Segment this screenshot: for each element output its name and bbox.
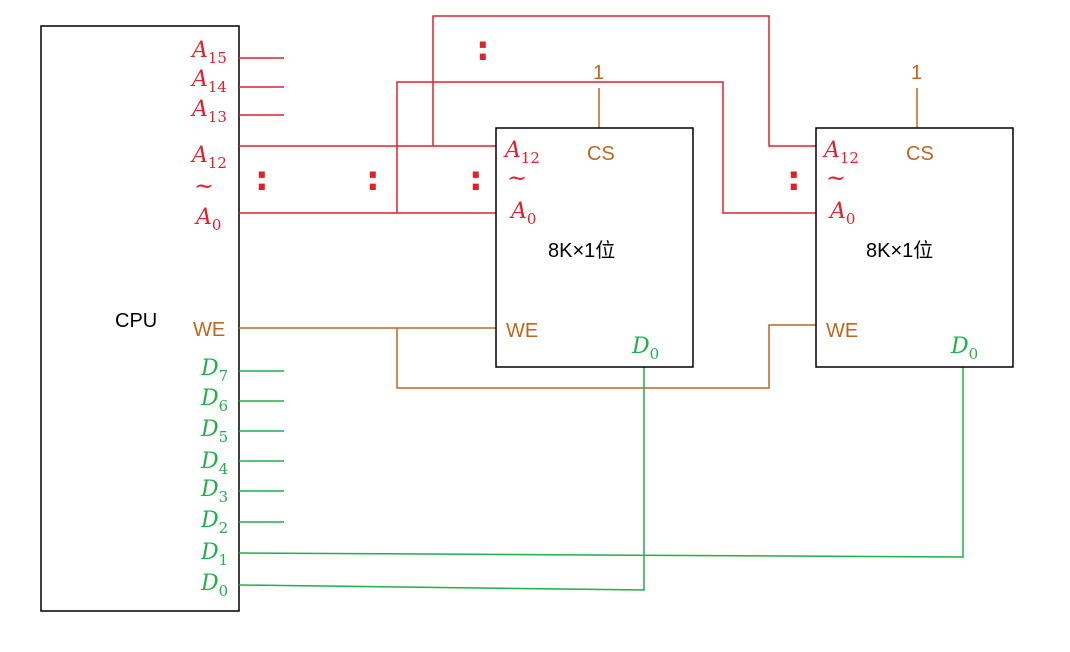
memory-chip-2: A12 ~ A0 CS 1 8K×1位 WE D0: [815, 62, 1014, 368]
cpu-pin-a14: A14: [190, 67, 227, 96]
chip1-body: [495, 127, 694, 368]
cpu-pin-d4: D4: [200, 449, 228, 478]
chip2-pin-a0: A0: [828, 199, 855, 228]
cpu-pin-d5: D5: [200, 417, 228, 446]
cpu-pin-range-tilde: ~: [194, 172, 214, 200]
data-wires: [238, 366, 964, 591]
bus-dots-4: :: [787, 159, 801, 199]
cpu-block: [40, 25, 240, 612]
cpu-pin-d2: D2: [200, 508, 228, 537]
cpu-pin-d3: D3: [200, 477, 228, 506]
chip2-cs-value: 1: [911, 62, 922, 84]
chip2-pin-d0: D0: [950, 334, 978, 363]
chip1-name: 8K×1位: [548, 239, 615, 262]
bus-dots-3: :: [469, 159, 483, 199]
chip2-range-tilde: ~: [826, 164, 846, 192]
chip2-pin-cs: CS: [906, 143, 934, 165]
cpu-pin-d1: D1: [200, 540, 228, 569]
we-wires: [239, 88, 918, 389]
address-wires: [239, 15, 816, 214]
chip2-pin-we: WE: [826, 320, 858, 342]
cpu-pin-a0: A0: [194, 205, 221, 234]
chip1-pin-a12: A12: [503, 138, 540, 167]
wire-a12-to-chip2: [432, 15, 816, 147]
cpu-pin-d7: D7: [200, 356, 228, 385]
bus-dots-2: :: [366, 159, 380, 199]
chip1-pin-d0: D0: [631, 334, 659, 363]
memory-chip-1: A12 ~ A0 CS 1 8K×1位 WE D0: [495, 62, 694, 368]
wire-we-chip2: [396, 324, 816, 389]
wire-d1-to-chip2: [238, 366, 964, 558]
chip2-name: 8K×1位: [866, 239, 933, 262]
chip1-pin-cs: CS: [587, 143, 615, 165]
wire-d0-to-chip1: [238, 366, 645, 591]
chip1-cs-value: 1: [593, 62, 604, 84]
chip1-range-tilde: ~: [507, 164, 527, 192]
chip1-pin-we: WE: [506, 320, 538, 342]
chip2-pin-a12: A12: [822, 138, 859, 167]
cpu-pin-d6: D6: [200, 386, 228, 415]
cpu-pin-d0: D0: [200, 571, 228, 600]
cpu-pin-a13: A13: [190, 97, 227, 126]
cpu-pin-we: WE: [193, 319, 225, 341]
cpu-pin-a12: A12: [190, 143, 227, 172]
cpu-data-pin-labels: D7 D6 D5 D4 D3 D2 D1 D0: [200, 356, 228, 600]
bus-dots-1: :: [255, 159, 269, 199]
cpu-label: CPU: [115, 310, 157, 332]
chip2-body: [815, 127, 1014, 368]
cpu-pin-a15: A15: [190, 38, 227, 67]
wire-a0-to-chip2: [396, 81, 816, 214]
bus-dots-top: :: [476, 29, 490, 69]
chip1-pin-a0: A0: [509, 199, 536, 228]
